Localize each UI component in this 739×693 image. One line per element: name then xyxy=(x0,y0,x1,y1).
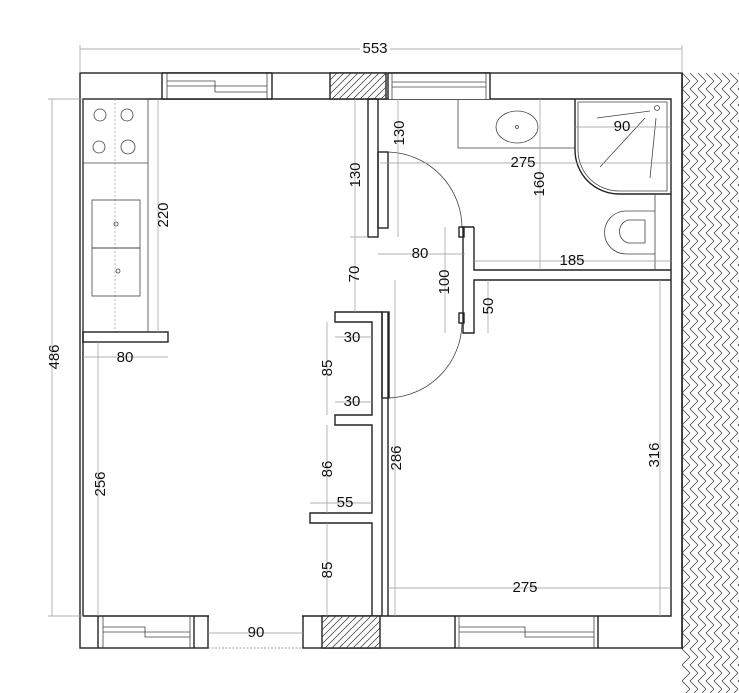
kitchen-sink xyxy=(91,199,141,297)
dimension-labels: 553 486 220 80 256 130 130 275 90 160 80… xyxy=(46,40,663,641)
dim-86: 86 xyxy=(319,461,336,478)
dim-bath-depth: 160 xyxy=(531,171,548,196)
bathroom-door xyxy=(377,151,465,238)
dim-niche-30-b: 30 xyxy=(344,393,361,410)
window-top-right xyxy=(387,72,491,99)
column-bottom xyxy=(321,615,381,649)
window-bottom-left xyxy=(97,616,195,648)
outer-walls xyxy=(79,72,683,649)
bathroom-sink xyxy=(457,99,575,149)
stove xyxy=(92,108,136,155)
dimension-lines xyxy=(48,45,683,634)
dim-286: 286 xyxy=(388,445,405,470)
entrance-opening xyxy=(207,615,304,650)
interior-walls xyxy=(309,98,671,616)
exterior-wall-hatching xyxy=(681,72,739,693)
window-top-left xyxy=(161,72,273,100)
dim-living-lower: 256 xyxy=(92,471,109,496)
dim-55: 55 xyxy=(337,494,354,511)
dim-entrance: 90 xyxy=(248,624,265,641)
shower xyxy=(574,99,671,195)
dim-niche-30-a: 30 xyxy=(344,329,361,346)
dim-overall-width: 553 xyxy=(362,40,387,57)
dim-overall-height: 486 xyxy=(46,344,63,369)
dim-50: 50 xyxy=(480,298,497,315)
column-top xyxy=(329,72,387,100)
toilet xyxy=(604,195,656,270)
dim-shower: 90 xyxy=(614,118,631,135)
dim-kitchen-length: 220 xyxy=(155,202,172,227)
dim-kitchen-depth: 80 xyxy=(117,349,134,366)
dim-85-a: 85 xyxy=(319,360,336,377)
dim-opening-70: 70 xyxy=(346,266,363,283)
kitchen-counter xyxy=(82,98,169,343)
dim-bath-width: 275 xyxy=(510,154,535,171)
dim-bedroom-depth: 316 xyxy=(646,442,663,467)
dim-door-80: 80 xyxy=(412,245,429,262)
dim-wall-130-left: 130 xyxy=(347,162,364,187)
dim-bedroom-width: 275 xyxy=(512,579,537,596)
window-bottom-right xyxy=(454,616,599,648)
bedroom-door xyxy=(381,311,465,399)
dim-100: 100 xyxy=(436,269,453,294)
dim-wall-130-right: 130 xyxy=(391,120,408,145)
dim-185: 185 xyxy=(559,252,584,269)
dim-85-b: 85 xyxy=(319,562,336,579)
